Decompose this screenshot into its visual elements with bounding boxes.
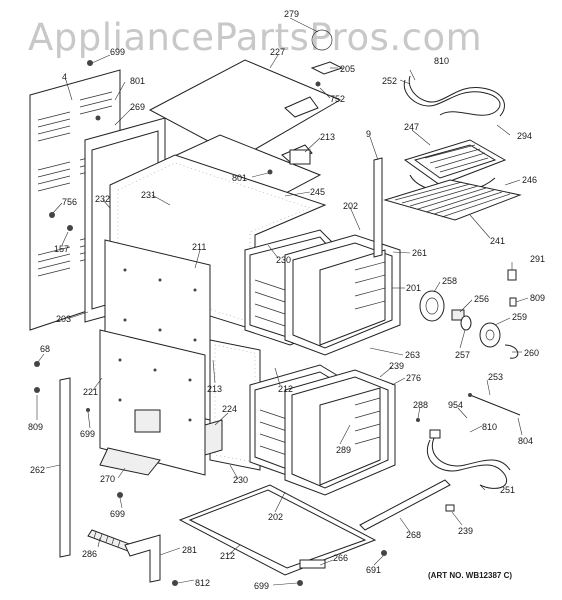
side-panel-part-221 — [99, 329, 206, 476]
top-panel-part-227 — [148, 59, 342, 159]
callout-756: 756 — [62, 197, 77, 207]
callout-213: 213 — [320, 132, 335, 142]
callout-699-c: 699 — [110, 509, 125, 519]
callout-801-b: 801 — [232, 173, 247, 183]
small-fasteners — [34, 29, 455, 586]
upper-oven-frame-part-201 — [284, 234, 401, 356]
bracket-part-270 — [99, 447, 161, 476]
leader-lines — [36, 17, 529, 586]
callout-241: 241 — [490, 236, 505, 246]
watermark-text: AppliancePartsPros.com — [28, 16, 482, 59]
callout-221: 221 — [83, 387, 98, 397]
callout-202: 202 — [343, 201, 358, 211]
callout-294: 294 — [517, 131, 532, 141]
callout-279: 279 — [284, 9, 299, 19]
callout-257: 257 — [455, 350, 470, 360]
callout-253: 253 — [488, 372, 503, 382]
callout-263: 263 — [405, 350, 420, 360]
callout-247: 247 — [404, 122, 419, 132]
callout-202-b: 202 — [268, 512, 283, 522]
callout-211: 211 — [192, 242, 206, 252]
callout-230: 230 — [276, 255, 291, 265]
callout-230-b: 230 — [233, 475, 248, 485]
callout-212: 212 — [278, 384, 293, 394]
vertical-trim-part-9 — [373, 157, 383, 258]
oven-rack-part-241 — [383, 179, 522, 221]
callout-261: 261 — [412, 248, 427, 258]
callout-752: 752 — [330, 94, 345, 104]
callout-699-d: 699 — [254, 581, 269, 591]
callout-232: 232 — [95, 194, 110, 204]
callout-258: 258 — [442, 276, 457, 286]
callout-270: 270 — [100, 474, 115, 484]
hinge-part-286 — [87, 529, 133, 552]
callout-291: 291 — [530, 254, 545, 264]
callout-804: 804 — [518, 436, 533, 446]
hinge-part-281 — [124, 534, 161, 583]
convection-fan-parts — [419, 269, 519, 359]
trim-strip-part-262 — [59, 377, 71, 558]
broiler-pan-part-247 — [403, 139, 507, 193]
callout-256: 256 — [474, 294, 489, 304]
callout-227: 227 — [270, 47, 285, 57]
callout-239: 239 — [389, 361, 404, 371]
callout-4: 4 — [62, 72, 67, 82]
callout-157: 157 — [54, 244, 69, 254]
oven-body-lower — [204, 339, 261, 471]
callout-810-b: 810 — [482, 422, 497, 432]
callout-276: 276 — [406, 373, 421, 383]
sensor-part-253 — [468, 393, 521, 416]
callout-9: 9 — [366, 129, 371, 139]
callout-231: 231 — [141, 190, 156, 200]
art-number: (ART NO. WB12387 C) — [428, 571, 512, 580]
callout-205: 205 — [340, 64, 355, 74]
bottom-plate-part-212 — [178, 484, 377, 576]
callout-260: 260 — [524, 348, 539, 358]
callout-252: 252 — [382, 76, 397, 86]
callout-699-b: 699 — [80, 429, 95, 439]
callout-213-b: 213 — [207, 384, 222, 394]
callout-203: 203 — [56, 314, 71, 324]
callout-259: 259 — [512, 312, 527, 322]
callout-266: 266 — [333, 553, 348, 563]
callout-801: 801 — [130, 76, 145, 86]
callout-289: 289 — [336, 445, 351, 455]
callout-262: 262 — [30, 465, 45, 475]
callout-239-b: 239 — [458, 526, 473, 536]
callout-68: 68 — [40, 344, 50, 354]
callout-810: 810 — [434, 56, 449, 66]
callout-268: 268 — [406, 530, 421, 540]
callout-691: 691 — [366, 565, 381, 575]
callout-245: 245 — [310, 187, 325, 197]
broil-element-part-252 — [403, 75, 505, 117]
callout-809-b: 809 — [28, 422, 43, 432]
callout-labels: 279 699 227 205 810 4 801 752 252 294 26… — [28, 9, 545, 591]
callout-699: 699 — [110, 47, 125, 57]
callout-269: 269 — [130, 102, 145, 112]
lower-oven-frame — [284, 369, 396, 496]
callout-954: 954 — [448, 400, 463, 410]
callout-224: 224 — [222, 404, 237, 414]
callout-212-b: 212 — [220, 551, 235, 561]
bake-element-part-251 — [426, 429, 511, 489]
callout-251: 251 — [500, 485, 515, 495]
callout-201: 201 — [406, 283, 421, 293]
callout-246: 246 — [522, 175, 537, 185]
callout-812: 812 — [195, 578, 210, 588]
callout-286: 286 — [82, 549, 97, 559]
callout-281: 281 — [182, 545, 197, 555]
callout-809: 809 — [530, 293, 545, 303]
callout-288: 288 — [413, 400, 428, 410]
trim-part-268 — [359, 479, 451, 531]
